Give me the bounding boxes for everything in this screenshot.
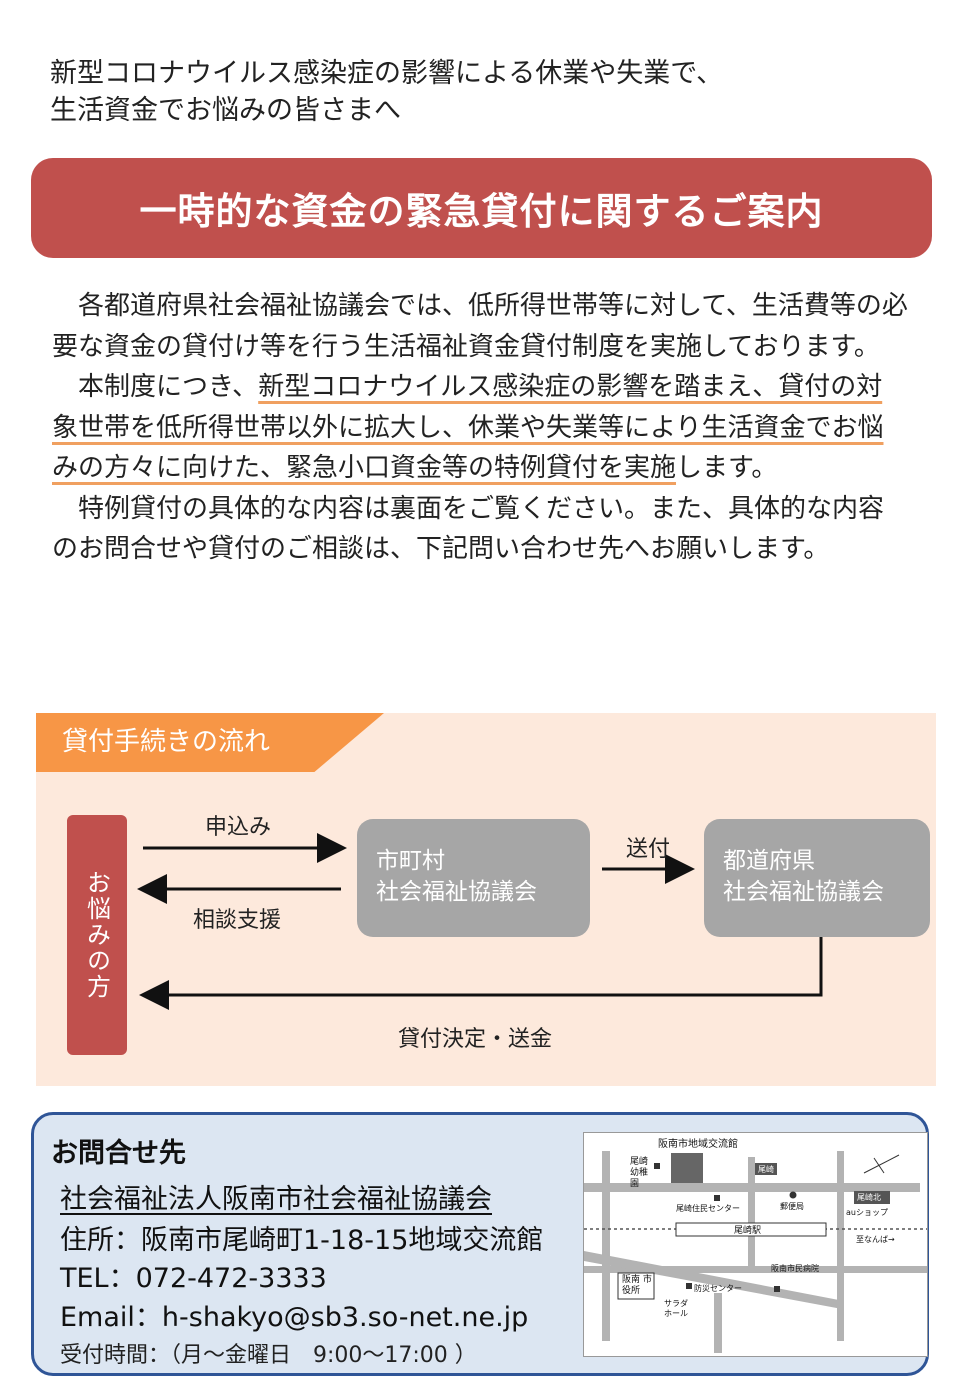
paragraph-1: 各都道府県社会福祉協議会では、低所得世帯等に対して、生活費等の必要な資金の貸付け… <box>52 291 908 362</box>
paragraph-2: 本制度につき、新型コロナウイルス感染症の影響を踏まえ、貸付の対象世帯を低所得世帯… <box>52 367 908 489</box>
contact-hours: 受付時間：（月～金曜日 9:00～17:00 ） <box>60 1343 477 1368</box>
intro-line-1: 新型コロナウイルス感染症の影響による休業や失業で、 <box>50 58 724 89</box>
contact-org: 社会福祉法人阪南市社会福祉協議会 <box>60 1184 492 1215</box>
decision-label: 貸付決定・送金 <box>398 1027 553 1052</box>
send-label: 送付 <box>626 837 671 862</box>
map-label-salad: サラダ ホール <box>664 1299 688 1318</box>
map-label-city-hall: 阪南 市役所 <box>622 1275 652 1296</box>
contact-email: Email：h-shakyo@sb3.so-net.ne.jp <box>60 1302 529 1333</box>
flow-diagram: 貸付手続きの流れ お悩みの方 申込み 相談支援 送付 貸付決定・送金 市町村 社… <box>36 713 936 1086</box>
person-box: お悩みの方 <box>67 815 127 1055</box>
decision-arrow <box>139 937 823 1010</box>
page-title: 一時的な資金の緊急貸付に関するご案内 <box>139 190 824 233</box>
map-label-to-namba: 至なんば→ <box>856 1235 895 1244</box>
map-drawing <box>584 1151 927 1353</box>
municipal-line-2: 社会福祉協議会 <box>376 879 537 905</box>
prefectural-line-2: 社会福祉協議会 <box>723 879 884 905</box>
intro-line-2: 生活資金でお悩みの皆さまへ <box>50 95 401 126</box>
map-label-ozaki: 尾崎 <box>758 1165 774 1174</box>
map-label-post: 郵便局 <box>780 1202 804 1211</box>
contact-box: お問合せ先 社会福祉法人阪南市社会福祉協議会 住所：阪南市尾崎町1-18-15地… <box>31 1112 929 1376</box>
consult-label: 相談支援 <box>193 908 282 933</box>
contact-tel: TEL：072-472-3333 <box>60 1263 327 1294</box>
intro-text: 新型コロナウイルス感染症の影響による休業や失業で、 生活資金でお悩みの皆さまへ <box>50 55 723 129</box>
flow-arrows <box>137 833 823 1010</box>
apply-label: 申込み <box>205 815 272 840</box>
prefectural-council-box: 都道府県 社会福祉協議会 <box>704 819 930 937</box>
map-label-ozaki-north: 尾崎北 <box>857 1193 881 1202</box>
map-label-bousai: 防災センター <box>694 1284 742 1293</box>
contact-title: お問合せ先 <box>51 1138 186 1169</box>
map-label-hospital: 阪南市民病院 <box>771 1264 819 1273</box>
map-title: 阪南市地域交流館 <box>658 1139 738 1150</box>
paragraph-2-underlined: 新型コロナウイルス感染症の影響を踏まえ、貸付の対象世帯を低所得世帯以外に拡大し、… <box>52 372 884 483</box>
flow-tab-label: 貸付手続きの流れ <box>62 727 271 757</box>
map-label-station: 尾崎駅 <box>734 1226 762 1236</box>
location-map: 阪南市地域交流館 尾崎 幼稚園 尾崎 尾崎住民センター 郵便局 尾崎北 auショ… <box>583 1132 928 1357</box>
body-text: 各都道府県社会福祉協議会では、低所得世帯等に対して、生活費等の必要な資金の貸付け… <box>52 286 908 570</box>
map-label-community: 尾崎住民センター <box>676 1204 740 1213</box>
map-label-au: auショップ <box>846 1208 888 1217</box>
paragraph-2-pre: 本制度につき、 <box>78 372 259 402</box>
municipal-council-box: 市町村 社会福祉協議会 <box>357 819 590 937</box>
title-banner: 一時的な資金の緊急貸付に関するご案内 <box>31 158 932 258</box>
prefectural-line-1: 都道府県 <box>723 848 815 874</box>
person-label: お悩みの方 <box>82 870 111 1000</box>
paragraph-2-post: します。 <box>676 453 778 483</box>
paragraph-3: 特例貸付の具体的な内容は裏面をご覧ください。また、具体的な内容のお問合せや貸付の… <box>52 493 885 565</box>
contact-address: 住所：阪南市尾崎町1-18-15地域交流館 <box>60 1225 544 1256</box>
municipal-line-1: 市町村 <box>376 848 445 874</box>
map-label-nursery: 尾崎 幼稚園 <box>630 1157 649 1189</box>
